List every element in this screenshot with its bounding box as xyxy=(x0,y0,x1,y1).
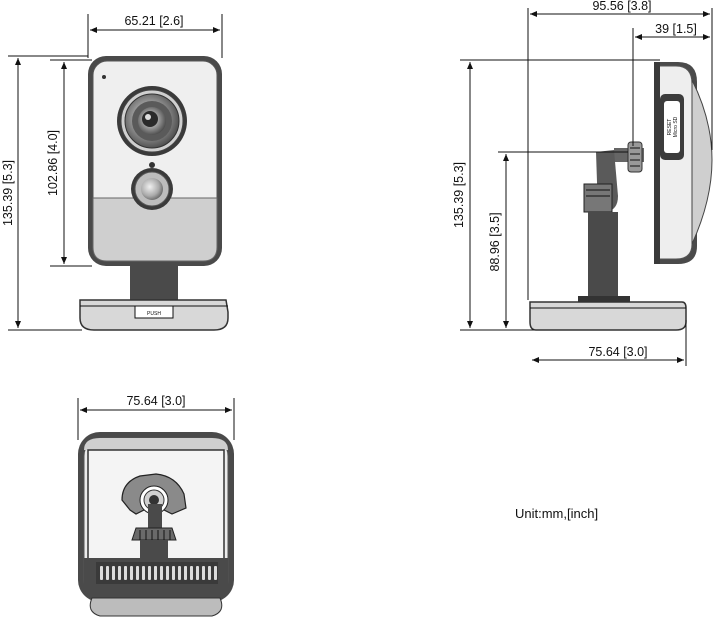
front-mic-dot xyxy=(149,162,155,168)
side-depth-label: 95.56 [3.8] xyxy=(592,0,651,13)
bottom-width-dimension: 75.64 [3.0] xyxy=(77,394,235,440)
front-total-height-dimension: 135.39 [5.3] xyxy=(1,55,88,331)
vent-slot xyxy=(178,566,181,580)
side-panel-label-reset: RESET xyxy=(667,119,673,136)
front-width-dimension: 65.21 [2.6] xyxy=(87,14,223,58)
side-mount-height-label: 88.96 [3.5] xyxy=(488,212,502,271)
front-body-height-label: 102.86 [4.0] xyxy=(46,130,60,196)
side-total-height-label: 135.39 [5.3] xyxy=(452,162,466,228)
side-base-width-dimension: 75.64 [3.0] xyxy=(532,320,687,366)
vent-slot xyxy=(136,566,139,580)
front-camera-body xyxy=(88,56,222,266)
front-view: PUSH 65.21 [2.6] 102.86 [4.0] 135.39 [5.… xyxy=(1,14,229,331)
vent-slot xyxy=(106,566,109,580)
vent-slot xyxy=(148,566,151,580)
bottom-view: 75.64 [3.0] xyxy=(77,394,235,617)
side-head-depth-label: 39 [1.5] xyxy=(655,22,697,36)
front-stand-neck xyxy=(130,266,178,300)
rear-vent-slots xyxy=(100,566,217,580)
front-total-height-label: 135.39 [5.3] xyxy=(1,160,15,226)
vent-slot xyxy=(124,566,127,580)
unit-note: Unit:mm,[inch] xyxy=(515,506,598,521)
side-base-width-label: 75.64 [3.0] xyxy=(588,345,647,359)
vent-slot xyxy=(142,566,145,580)
push-button-label: PUSH xyxy=(147,311,161,317)
side-head-depth-dimension: 39 [1.5] xyxy=(632,22,710,146)
front-base: PUSH xyxy=(79,299,229,331)
vent-slot xyxy=(172,566,175,580)
side-camera-head: RESET Micro SD xyxy=(654,62,713,264)
vent-slot xyxy=(208,566,211,580)
side-panel-label-sd: Micro SD xyxy=(673,116,679,137)
vent-slot xyxy=(196,566,199,580)
vent-slot xyxy=(130,566,133,580)
front-width-label: 65.21 [2.6] xyxy=(124,14,183,28)
vent-slot xyxy=(184,566,187,580)
side-depth-dimension: 95.56 [3.8] xyxy=(527,0,713,300)
side-ball-joint xyxy=(614,141,644,173)
side-view: RESET Micro SD xyxy=(452,0,713,366)
vent-slot xyxy=(100,566,103,580)
front-lens xyxy=(117,86,187,156)
vent-slot xyxy=(118,566,121,580)
vent-slot xyxy=(166,566,169,580)
rear-mount-bracket xyxy=(121,473,187,560)
side-total-height-dimension: 135.39 [5.3] xyxy=(452,59,660,331)
vent-slot xyxy=(112,566,115,580)
vent-slot xyxy=(214,566,217,580)
side-mount-height-dimension: 88.96 [3.5] xyxy=(488,151,628,328)
vent-slot xyxy=(160,566,163,580)
vent-slot xyxy=(154,566,157,580)
side-stand xyxy=(578,150,630,302)
bottom-width-label: 75.64 [3.0] xyxy=(126,394,185,408)
vent-slot xyxy=(190,566,193,580)
push-button xyxy=(134,305,174,319)
front-body-height-dimension: 102.86 [4.0] xyxy=(46,59,92,267)
side-base xyxy=(529,301,687,331)
front-pir-sensor xyxy=(131,168,173,210)
vent-slot xyxy=(202,566,205,580)
